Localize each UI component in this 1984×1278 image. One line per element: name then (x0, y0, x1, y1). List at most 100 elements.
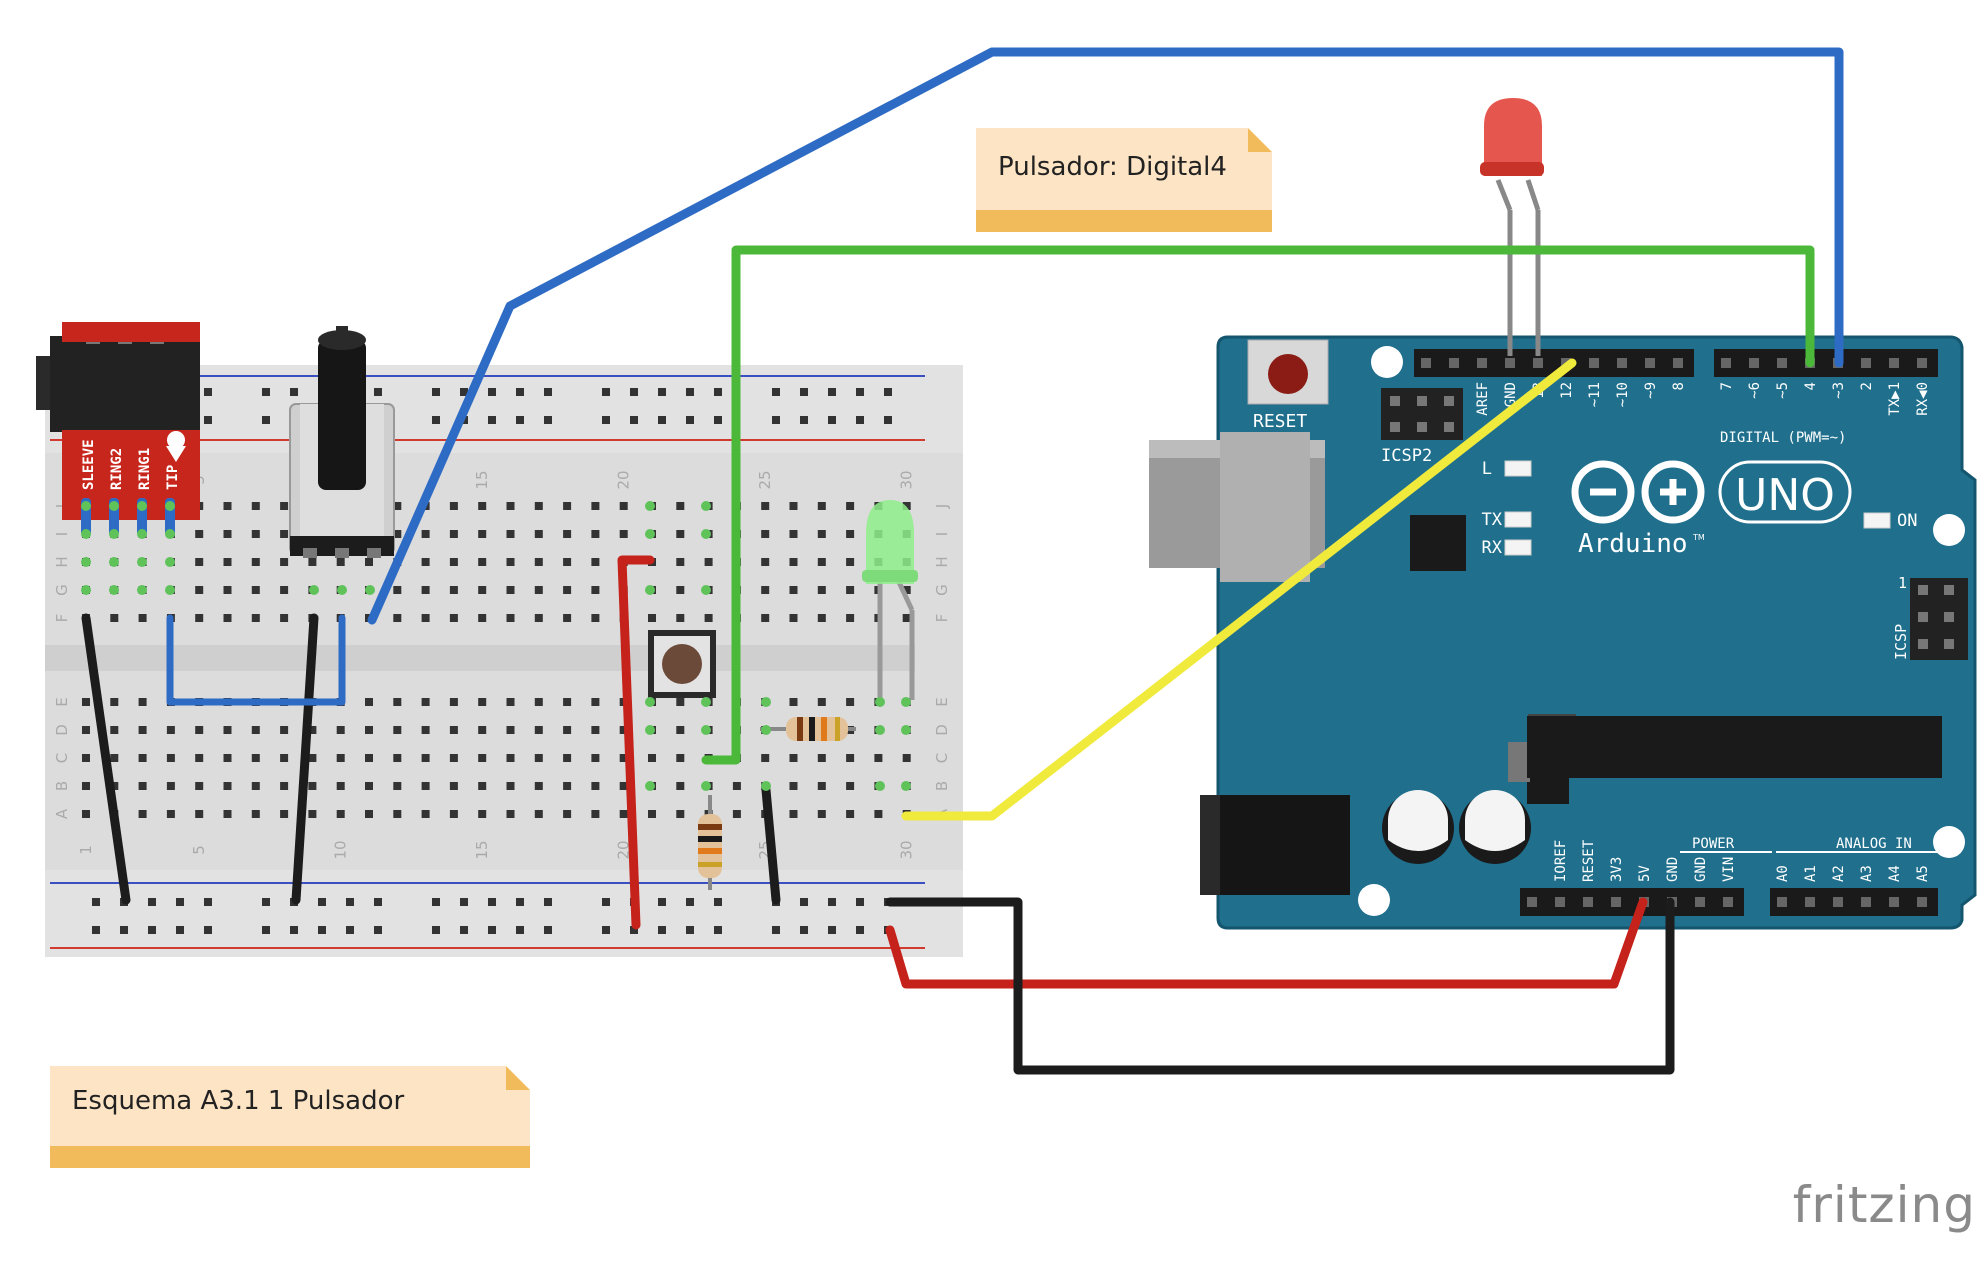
breadboard-hole (421, 698, 430, 706)
breadboard-row-letter: C (53, 753, 71, 763)
breadboard-hole (138, 614, 147, 622)
breadboard-hole (365, 698, 373, 706)
breadboard-hole (195, 810, 204, 818)
breadboard-hole (280, 502, 289, 510)
power-rail-hole (488, 926, 496, 934)
pin-label: AREF (1475, 382, 1491, 416)
breadboard-hole (449, 782, 458, 790)
icsp2-label: ICSP2 (1381, 446, 1432, 466)
breadboard-hole (846, 810, 855, 818)
power-rail-hole (290, 926, 298, 934)
power-rail-hole (92, 926, 100, 934)
breadboard-hole (563, 698, 572, 706)
pin-label: 2 (1859, 382, 1875, 390)
breadboard-row-letter: H (933, 556, 951, 567)
breadboard-hole (591, 782, 600, 790)
connection-dot (81, 557, 91, 567)
power-rail-hole (204, 388, 212, 396)
pin-label: ~3 (1831, 382, 1847, 399)
power-rail-hole (658, 898, 666, 906)
wire-black-jack-gnd (81, 613, 131, 905)
connection-dot (875, 781, 885, 791)
breadboard-hole (421, 530, 430, 538)
digital-header-right (1714, 349, 1938, 377)
wire-black-pot-gnd (291, 613, 319, 905)
breadboard-hole (393, 698, 402, 706)
breadboard-column-number: 1 (77, 845, 95, 855)
breadboard-hole (676, 614, 685, 622)
wire-blue-pot-d3 (367, 47, 1844, 625)
connection-dot (165, 501, 175, 511)
breadboard-column-number: 30 (898, 470, 916, 489)
connection-dot (761, 697, 771, 707)
breadboard-hole (732, 810, 741, 818)
power-rail-hole (856, 388, 864, 396)
pin-label: GND (1665, 857, 1681, 882)
breadboard-hole (365, 558, 373, 566)
breadboard-hole (676, 726, 685, 734)
power-rail-hole (602, 898, 610, 906)
breadboard-hole (789, 754, 798, 762)
header-pin (1617, 358, 1627, 368)
connection-dot (645, 529, 655, 539)
breadboard-hole (846, 782, 855, 790)
resistor-vertical (698, 795, 722, 890)
connection-dot (81, 501, 91, 511)
power-rail-hole (602, 926, 610, 934)
pin-label: 12 (1559, 382, 1575, 399)
breadboard-hole (449, 530, 458, 538)
breadboard-hole (676, 782, 685, 790)
pin-label: A2 (1831, 865, 1847, 882)
wire-black-res-gnd (761, 785, 781, 905)
power-rail-hole (374, 926, 382, 934)
breadboard-column-number: 10 (332, 840, 350, 859)
pin-label: GND (1503, 382, 1519, 407)
power-rail-hole (602, 416, 610, 424)
breadboard-hole (449, 726, 458, 734)
arduino-infinity-logo (1571, 460, 1705, 524)
breadboard-hole (506, 558, 515, 566)
power-rail-hole (176, 898, 184, 906)
breadboard-row-letter: J (933, 504, 951, 509)
connection-dot (109, 585, 119, 595)
power-rail-hole (686, 416, 694, 424)
connection-dot (645, 585, 655, 595)
breadboard-hole (251, 530, 260, 538)
power-rail-hole (516, 926, 524, 934)
connection-dot (901, 781, 911, 791)
breadboard-hole (393, 502, 402, 510)
pin-label: ~10 (1615, 382, 1631, 407)
breadboard-hole (308, 782, 317, 790)
wire-green-button-d4 (701, 245, 1815, 765)
breadboard-hole (138, 726, 147, 734)
breadboard-hole (166, 782, 175, 790)
connection-dot (81, 585, 91, 595)
breadboard-hole (195, 726, 204, 734)
pin-label: VIN (1721, 857, 1737, 882)
pin-label: GND (1693, 857, 1709, 882)
power-rail-hole (432, 416, 440, 424)
power-rail-hole (714, 926, 722, 934)
jack-pin-label: TIP (165, 465, 181, 490)
breadboard-hole (110, 614, 119, 622)
breadboard-hole (761, 530, 770, 538)
connection-dot (337, 585, 347, 595)
wires (81, 47, 1844, 1075)
power-rail-hole (432, 898, 440, 906)
breadboard-hole (336, 558, 345, 566)
breadboard-column-number: 25 (756, 470, 774, 489)
breadboard-hole (251, 614, 260, 622)
breadboard-hole (676, 586, 685, 594)
power-rail-hole (176, 926, 184, 934)
header-pin (1861, 358, 1871, 368)
note-bar (976, 210, 1272, 232)
breadboard-row-letter: B (933, 781, 951, 791)
power-rail-hole (686, 926, 694, 934)
breadboard-hole (563, 614, 572, 622)
breadboard-hole (846, 754, 855, 762)
breadboard-hole (563, 502, 572, 510)
breadboard-row-letter: A (53, 808, 71, 819)
power-rail-hole (856, 926, 864, 934)
breadboard-hole (195, 614, 204, 622)
